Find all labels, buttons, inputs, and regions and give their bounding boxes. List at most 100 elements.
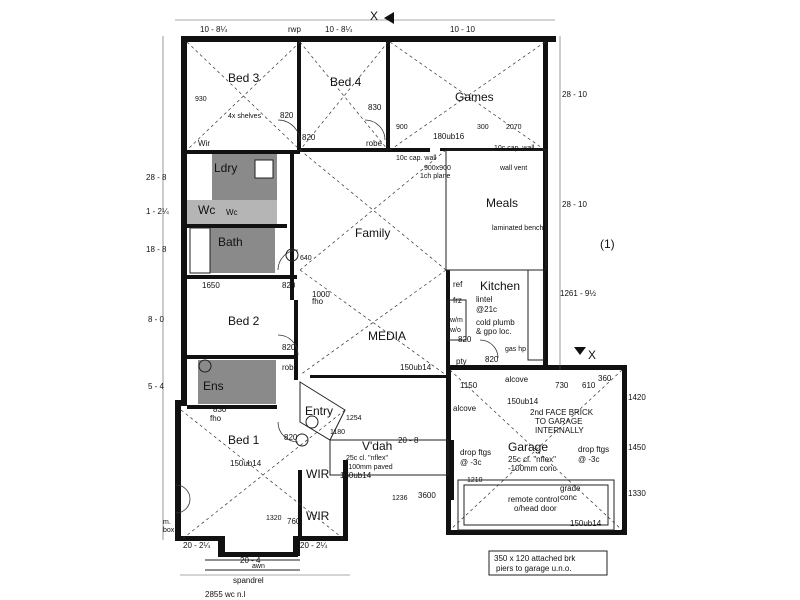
- note-drop-ftgs-3: drop ftgs: [578, 445, 609, 454]
- note-attached-2: piers to garage u.n.o.: [496, 564, 572, 573]
- dim-left-1: 28 - 8: [146, 173, 167, 182]
- markers: X X: [370, 9, 596, 362]
- wc-hatch: [187, 200, 277, 224]
- dim-ub-1: 150ub14: [400, 363, 432, 372]
- laundry-tub: [254, 159, 274, 179]
- dim-830-b: 830: [368, 103, 382, 112]
- dim-right-2: 28 - 10: [562, 200, 587, 209]
- wall-bed1-top: [187, 405, 277, 409]
- wall-bed4-games: [386, 42, 390, 152]
- dim-830: 830: [213, 405, 227, 414]
- room-frz: frz: [453, 296, 462, 305]
- dim-640: 640: [300, 255, 312, 262]
- note-grade: grade: [560, 484, 581, 493]
- dim-1000: 1000: [312, 290, 330, 299]
- note-drop-ftgs-2: @ -3c: [460, 458, 481, 467]
- note-awn: awn: [252, 563, 265, 570]
- wall-bed2-bottom: [187, 355, 297, 359]
- dim-ub-3: 180ub16: [433, 132, 465, 141]
- room-vdah: V'dah: [362, 439, 392, 453]
- dim-1320: 1320: [266, 515, 282, 522]
- room-robe-bed4: robe: [366, 139, 383, 148]
- dim-1254: 1254: [346, 415, 362, 422]
- note-900x900: 900x900: [424, 165, 451, 172]
- dim-1450: 1450: [628, 443, 646, 452]
- dim-bottom-3: 20 - 4: [240, 556, 261, 565]
- wall-bay-bottom: [218, 552, 298, 557]
- dim-1210: 1210: [467, 477, 483, 484]
- dim-1150: 1150: [460, 381, 478, 390]
- dim-730: 730: [555, 381, 569, 390]
- note-meter-box: m.: [163, 519, 171, 526]
- room-media: MEDIA: [368, 329, 406, 343]
- wall-bath-top: [187, 224, 287, 228]
- wet-areas: [187, 154, 277, 404]
- note-vdah-1: 25c cl. "nflex": [346, 455, 388, 462]
- note-face-brick-1: 2nd FACE BRICK: [530, 408, 594, 417]
- room-garage: Garage: [508, 440, 548, 454]
- note-lintel: lintel: [476, 295, 493, 304]
- room-games: Games: [455, 90, 494, 104]
- notes: 10c cap. wall 10c cap. wall wall vent la…: [163, 113, 615, 585]
- dim-1236: 1236: [392, 495, 408, 502]
- note-drop-ftgs-4: @ -3c: [578, 455, 599, 464]
- wall-left-upper: [181, 36, 187, 406]
- dim-left-3: 18 - 8: [146, 245, 167, 254]
- note-gpo: & gpo loc.: [476, 327, 512, 336]
- note-laminated-bench: laminated bench: [492, 225, 543, 232]
- wall-bed4-bottom: [300, 148, 430, 152]
- dim-2070: 2070: [506, 124, 522, 131]
- fixtures: [162, 12, 615, 576]
- wall-vdah-right: [450, 440, 454, 500]
- dim-930: 930: [195, 96, 207, 103]
- kitchen-bench: [527, 269, 545, 361]
- dim-left-5: 5 - 4: [148, 382, 165, 391]
- note-gas-hp: gas hp: [505, 346, 526, 353]
- wall-bed2-top: [187, 275, 297, 279]
- garage-door: [457, 479, 615, 531]
- room-bed1: Bed 1: [228, 433, 260, 447]
- room-ldry: Ldry: [214, 161, 237, 175]
- north-flag-icon: [384, 12, 394, 24]
- dim-360: 360: [598, 374, 612, 383]
- note-meter-box-2: box: [163, 527, 175, 534]
- dim-820-3: 820: [282, 281, 296, 290]
- dim-820-4: 820: [282, 343, 296, 352]
- wall-bay-right: [293, 536, 300, 556]
- vdah-paving: [329, 439, 449, 476]
- marker-north-x: X: [370, 9, 378, 23]
- wall-bed3-bottom: [187, 150, 300, 154]
- dim-820-2: 820: [302, 133, 316, 142]
- note-cap-wall-2: 10c cap. wall: [396, 155, 437, 162]
- note-wc: Wc: [226, 208, 238, 217]
- dim-ub-5: 150ub14: [507, 397, 539, 406]
- note-face-brick-2: TO GARAGE: [535, 417, 582, 426]
- note-conc-1: 25c cl. "nflex": [508, 455, 556, 464]
- wall-bottom-left: [175, 536, 225, 541]
- dim-garage-width: 150ub14: [570, 519, 602, 528]
- dim-900: 900: [396, 124, 408, 131]
- room-wm2: w/o: [449, 327, 461, 334]
- note-grade-2: conc: [560, 493, 577, 502]
- room-kitchen: Kitchen: [480, 279, 520, 293]
- room-wir-bed1: WIR: [306, 467, 330, 481]
- dim-1330: 1330: [628, 489, 646, 498]
- note-drop-ftgs-1: drop ftgs: [460, 448, 491, 457]
- roof-lines: [180, 41, 623, 541]
- wall-hall-left: [290, 150, 294, 300]
- note-vdah-2: -100mm paved: [346, 464, 393, 471]
- dim-top-3: 10 - 10: [450, 25, 475, 34]
- room-wc: Wc: [198, 203, 215, 217]
- dim-right-1: 28 - 10: [562, 90, 587, 99]
- dim-300: 300: [477, 124, 489, 131]
- pantry-box: [447, 299, 467, 341]
- wall-media-bottom: [310, 375, 450, 378]
- wall-garage-top: [446, 365, 626, 370]
- room-bed2: Bed 2: [228, 314, 260, 328]
- room-ens: Ens: [203, 379, 224, 393]
- wall-bed2-right: [294, 300, 298, 380]
- room-robe-bed2: robe: [282, 363, 299, 372]
- dim-820-7: 820: [485, 355, 499, 364]
- note-fire: (1): [600, 237, 615, 251]
- note-spandrel: spandrel: [233, 576, 264, 585]
